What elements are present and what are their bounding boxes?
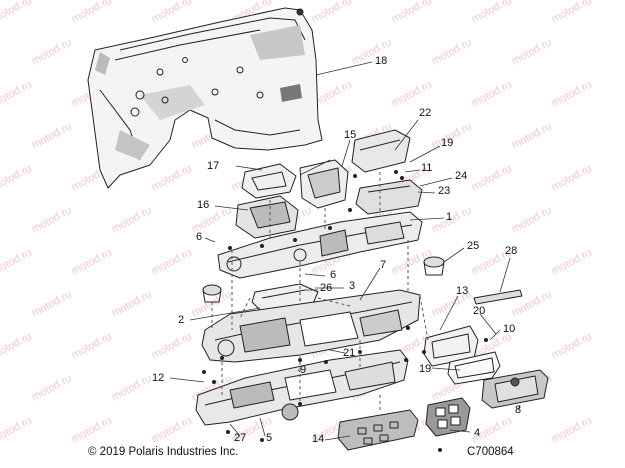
callout-5: 5 [266, 432, 273, 444]
callout-26: 26 [320, 282, 333, 294]
callout-14: 14 [312, 433, 325, 445]
callout-15: 15 [344, 129, 357, 141]
callout-19-top: 19 [441, 137, 454, 149]
part-14-plate [337, 409, 419, 451]
callout-4: 4 [474, 427, 481, 439]
callout-23: 23 [438, 185, 451, 197]
callout-11: 11 [421, 162, 433, 174]
callout-17: 17 [207, 160, 220, 172]
part-17-bezel [241, 163, 297, 199]
callout-9: 9 [300, 364, 307, 376]
callout-6-left: 6 [196, 231, 203, 243]
callout-20: 20 [473, 305, 486, 317]
leader-lines [169, 61, 521, 441]
figure-code: C700864 [467, 446, 514, 458]
part-23-24-glovebox [355, 179, 423, 215]
callout-22: 22 [419, 107, 432, 119]
callout-28: 28 [505, 245, 518, 257]
callout-8: 8 [515, 404, 522, 416]
callout-19-lower: 19 [419, 363, 432, 375]
copyright-text: © 2019 Polaris Industries Inc. [88, 446, 239, 458]
part-25-cupholder [423, 256, 445, 276]
fasteners [202, 170, 488, 452]
callout-27: 27 [234, 432, 247, 444]
part-28-strip [473, 289, 523, 305]
part-cupholder-left [202, 284, 222, 303]
callout-13: 13 [456, 285, 469, 297]
callout-2: 2 [178, 314, 185, 326]
callout-21: 21 [343, 347, 356, 359]
callout-18: 18 [375, 55, 388, 67]
callout-6-right: 6 [330, 269, 337, 281]
callout-1: 1 [446, 211, 453, 223]
part-7-dash-panel [201, 289, 421, 363]
callout-3: 3 [349, 280, 356, 292]
part-19-bezel [447, 351, 501, 385]
callout-10: 10 [503, 323, 516, 335]
part-22-lid [351, 129, 411, 173]
part-lower-dash [195, 349, 409, 426]
callout-16: 16 [197, 199, 210, 211]
part-18-firewall [87, 7, 323, 189]
callout-25: 25 [467, 240, 480, 252]
callout-12: 12 [152, 372, 165, 384]
assembly-lines [211, 172, 429, 412]
part-1-upper-dash [217, 211, 423, 279]
part-16-cluster-housing [235, 195, 299, 239]
part-15-center-bin [299, 159, 349, 209]
callout-7: 7 [380, 259, 387, 271]
part-4-switch-panel [425, 397, 471, 437]
part-8-door [481, 369, 549, 409]
callout-24: 24 [455, 170, 468, 182]
